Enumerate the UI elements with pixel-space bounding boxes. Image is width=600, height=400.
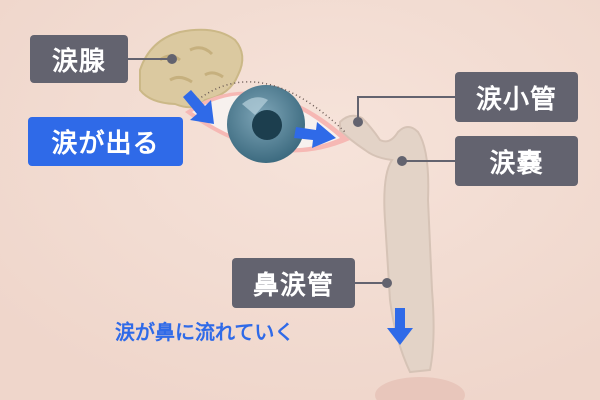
tear-flow-arrows xyxy=(183,90,413,345)
nostril-shadow xyxy=(375,377,465,400)
label-nasolacrimal-duct: 鼻涙管 xyxy=(232,258,355,308)
label-canaliculus: 涙小管 xyxy=(455,72,578,122)
label-lacrimal-sac: 涙嚢 xyxy=(455,136,578,186)
label-lacrimal-gland: 涙腺 xyxy=(30,35,128,83)
arrow-gland-to-eye xyxy=(183,90,214,124)
pupil xyxy=(252,110,282,140)
tear-duct-system xyxy=(339,114,435,374)
arrow-down-icon xyxy=(387,308,413,345)
leader-lines xyxy=(128,54,455,288)
label-tears-out: 涙が出る xyxy=(28,117,183,166)
arrow-eye-to-duct xyxy=(294,122,336,148)
flow-to-nose-caption: 涙が鼻に流れていく xyxy=(115,320,295,344)
